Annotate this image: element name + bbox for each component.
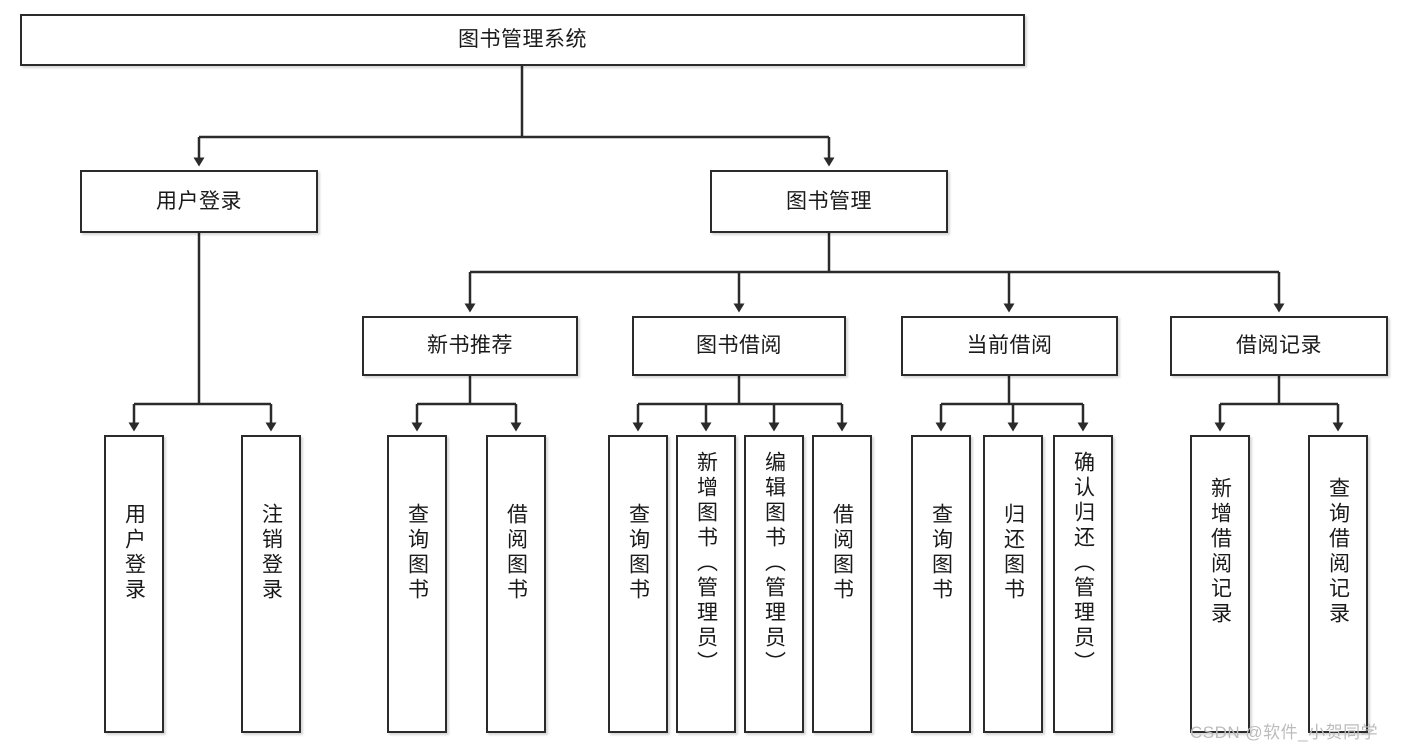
node-leaf-query-record[interactable]: 查询借阅记录 (1308, 435, 1368, 733)
node-leaf-borrow-book[interactable]: 借阅图书 (812, 435, 872, 733)
node-leaf-confirm-return-label: 确认归还（管理员） (1071, 451, 1095, 676)
node-borrow-record-label: 借阅记录 (1236, 334, 1322, 358)
node-leaf-borrow-book-label: 借阅图书 (830, 503, 854, 603)
node-book-borrow[interactable]: 图书借阅 (632, 316, 846, 376)
node-leaf-edit-book[interactable]: 编辑图书（管理员） (744, 435, 804, 733)
node-user-login[interactable]: 用户登录 (80, 170, 318, 233)
node-book-manage-label: 图书管理 (786, 189, 872, 213)
node-leaf-query-book[interactable]: 查询图书 (608, 435, 668, 733)
node-new-book-rec-label: 新书推荐 (427, 334, 513, 358)
node-leaf-query-book-rec[interactable]: 查询图书 (387, 435, 447, 733)
node-leaf-add-book-label: 新增图书（管理员） (694, 451, 718, 676)
node-leaf-borrow-book-rec-label: 借阅图书 (504, 503, 528, 603)
node-borrow-record[interactable]: 借阅记录 (1170, 316, 1388, 376)
node-current-borrow[interactable]: 当前借阅 (901, 316, 1118, 376)
node-leaf-query-record-label: 查询借阅记录 (1326, 477, 1350, 627)
node-current-borrow-label: 当前借阅 (966, 334, 1053, 358)
node-leaf-query-book-cur-label: 查询图书 (929, 503, 953, 603)
node-root[interactable]: 图书管理系统 (20, 14, 1025, 66)
node-leaf-edit-book-label: 编辑图书（管理员） (762, 451, 786, 676)
node-leaf-add-record-label: 新增借阅记录 (1208, 477, 1232, 627)
node-user-login-label: 用户登录 (156, 189, 242, 213)
node-leaf-add-record[interactable]: 新增借阅记录 (1190, 435, 1250, 733)
node-leaf-query-book-label: 查询图书 (626, 503, 650, 603)
node-leaf-logout[interactable]: 注销登录 (241, 435, 301, 733)
csdn-watermark: CSDN @软件_小贺同学 (1190, 723, 1379, 742)
node-leaf-return-book-label: 归还图书 (1001, 503, 1025, 603)
node-leaf-logout-label: 注销登录 (259, 503, 283, 603)
node-root-label: 图书管理系统 (458, 28, 587, 52)
node-leaf-query-book-rec-label: 查询图书 (405, 503, 429, 603)
node-leaf-confirm-return[interactable]: 确认归还（管理员） (1053, 435, 1113, 733)
node-leaf-user-login[interactable]: 用户登录 (104, 435, 164, 733)
node-book-manage[interactable]: 图书管理 (710, 170, 948, 233)
node-leaf-query-book-cur[interactable]: 查询图书 (911, 435, 971, 733)
node-book-borrow-label: 图书借阅 (696, 334, 782, 358)
node-leaf-return-book[interactable]: 归还图书 (983, 435, 1043, 733)
node-leaf-user-login-label: 用户登录 (122, 503, 146, 603)
node-leaf-borrow-book-rec[interactable]: 借阅图书 (486, 435, 546, 733)
node-leaf-add-book[interactable]: 新增图书（管理员） (676, 435, 736, 733)
node-new-book-rec[interactable]: 新书推荐 (362, 316, 578, 376)
